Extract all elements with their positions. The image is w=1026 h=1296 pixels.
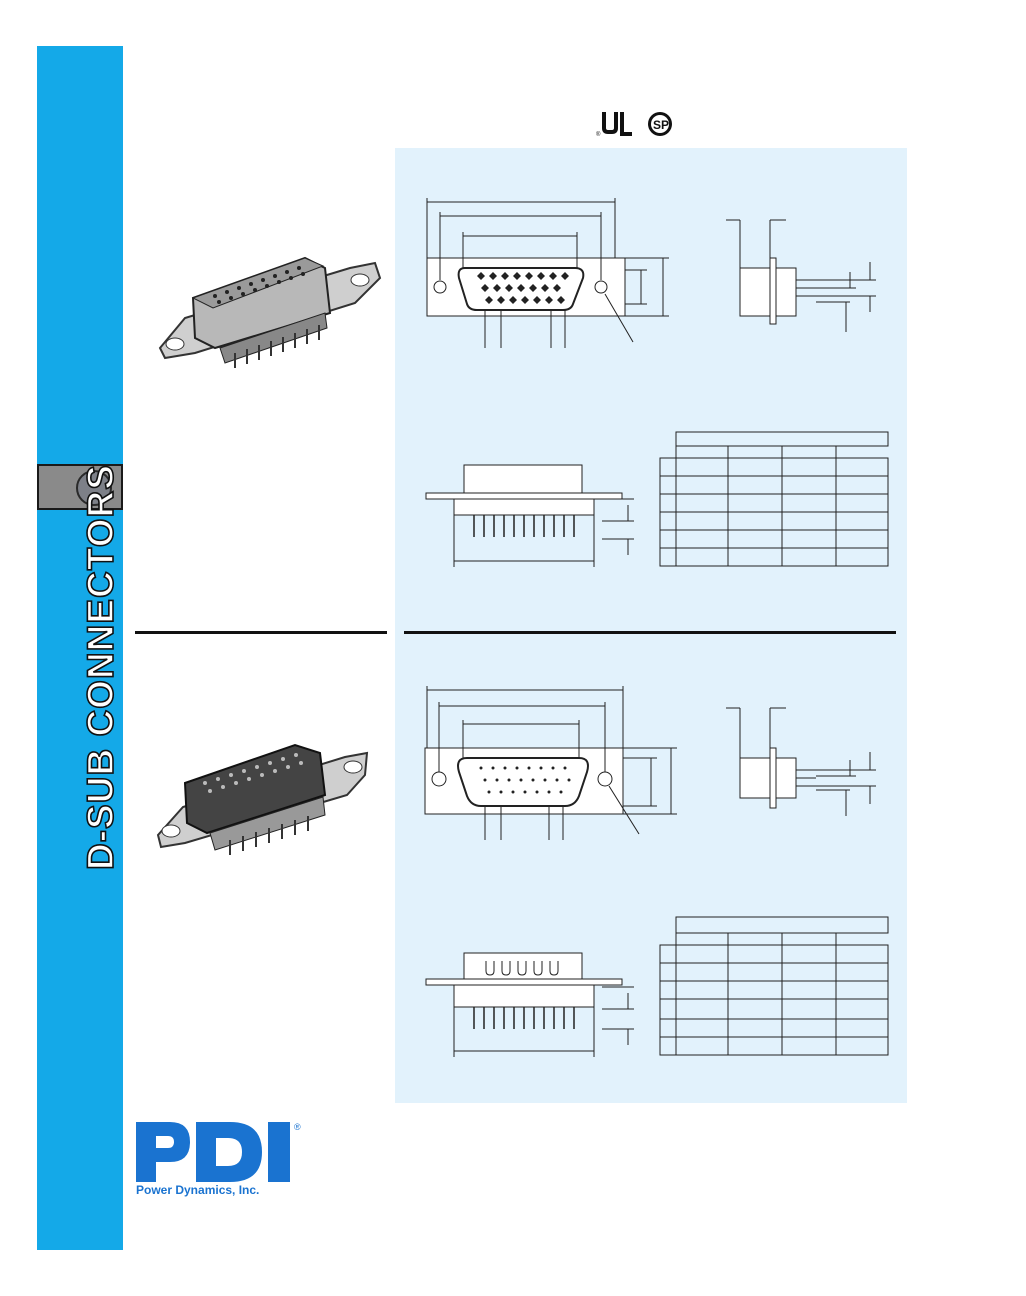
male-front-drawing bbox=[424, 686, 677, 840]
certification-marks: ® SP bbox=[596, 112, 672, 138]
sidebar-title: D-SUB CONNECTORS bbox=[79, 463, 122, 871]
ul-recognized-icon: ® bbox=[596, 112, 632, 138]
tab-circle-icon bbox=[76, 470, 112, 506]
csa-mark-icon: SP bbox=[648, 112, 672, 136]
sidebar-band bbox=[37, 46, 123, 1250]
pdi-logo: ® bbox=[136, 1122, 301, 1182]
csa-text: SP bbox=[653, 118, 669, 132]
registered-mark: ® bbox=[294, 1122, 301, 1132]
section-divider-left bbox=[135, 631, 387, 634]
female-connector-photo bbox=[158, 256, 382, 368]
female-front-drawing bbox=[426, 198, 669, 348]
male-side-drawing bbox=[726, 707, 876, 816]
svg-text:®: ® bbox=[596, 131, 601, 138]
female-dimension-table bbox=[659, 431, 889, 567]
female-profile-drawing bbox=[425, 464, 634, 567]
female-side-drawing bbox=[726, 219, 876, 332]
male-connector-photo bbox=[156, 743, 369, 855]
section-divider-right bbox=[404, 631, 896, 634]
male-profile-drawing bbox=[425, 952, 634, 1057]
male-dimension-table bbox=[659, 916, 889, 1056]
company-name: Power Dynamics, Inc. bbox=[136, 1183, 260, 1197]
